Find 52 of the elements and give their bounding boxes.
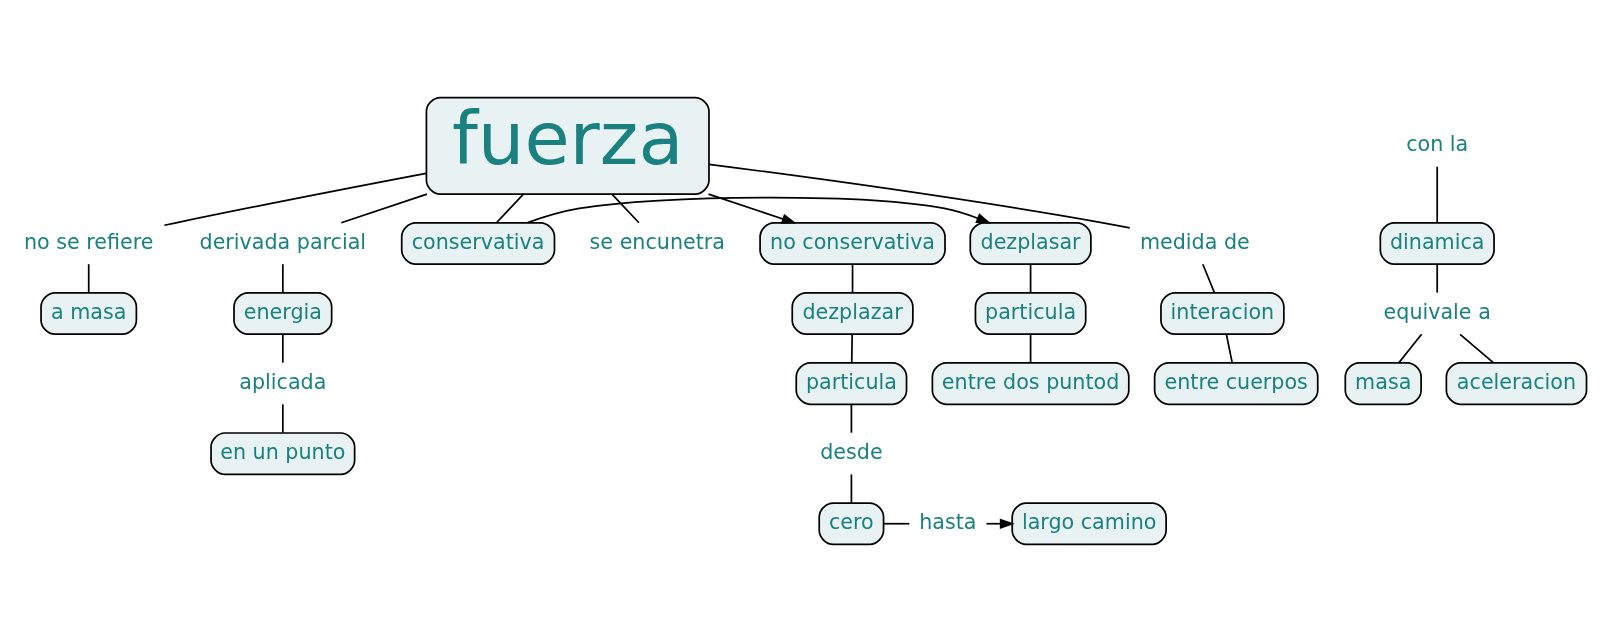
node-box: cero xyxy=(818,501,885,545)
node-box: aceleracion xyxy=(1445,361,1588,405)
node-box: en un punto xyxy=(210,431,356,475)
node-text: aplicada xyxy=(239,369,327,394)
node-box: dezplazar xyxy=(791,291,914,335)
connector xyxy=(882,522,911,525)
node-text: desde xyxy=(820,439,883,464)
node-box: interacion xyxy=(1160,291,1285,335)
connector xyxy=(1029,262,1032,293)
connector xyxy=(1201,262,1216,293)
node-box: dinamica xyxy=(1379,221,1495,265)
node-box: no conservativa xyxy=(759,221,946,265)
connector xyxy=(850,473,853,504)
connector xyxy=(281,262,284,293)
node-box: energia xyxy=(233,291,333,335)
connector xyxy=(340,192,428,224)
connector xyxy=(87,262,90,293)
node-text: no se refiere xyxy=(23,229,154,254)
connector xyxy=(611,192,640,224)
node-box: entre cuerpos xyxy=(1153,361,1319,405)
node-text: derivada parcial xyxy=(199,229,367,254)
node-text: equivale a xyxy=(1383,299,1491,324)
node-text: medida de xyxy=(1139,229,1250,254)
node-box: dezplasar xyxy=(969,221,1092,265)
connector xyxy=(1459,332,1495,364)
connector xyxy=(851,262,854,293)
connector xyxy=(850,403,853,434)
node-box: a masa xyxy=(40,291,138,335)
connector xyxy=(708,162,1131,229)
arrow xyxy=(707,192,797,224)
connector xyxy=(1398,332,1423,364)
node-box: masa xyxy=(1344,361,1422,405)
connector xyxy=(850,332,854,364)
connector xyxy=(1436,262,1439,293)
connector xyxy=(163,172,427,226)
connector xyxy=(281,332,284,364)
arrow xyxy=(526,196,992,224)
connector xyxy=(1029,332,1032,364)
connector xyxy=(1225,332,1234,364)
node-box: particula xyxy=(974,291,1087,335)
node-text: se encunetra xyxy=(589,229,725,254)
node-text: con la xyxy=(1406,131,1469,156)
connector xyxy=(1436,165,1439,223)
node-box: entre dos puntod xyxy=(931,361,1130,405)
connector xyxy=(495,192,525,224)
connector xyxy=(281,403,284,434)
node-box: largo camino xyxy=(1011,501,1167,545)
node-text: hasta xyxy=(919,509,977,534)
node-box: fuerza xyxy=(425,96,710,195)
node-box: particula xyxy=(795,361,908,405)
arrow xyxy=(985,518,1015,529)
node-box: conservativa xyxy=(400,221,556,265)
